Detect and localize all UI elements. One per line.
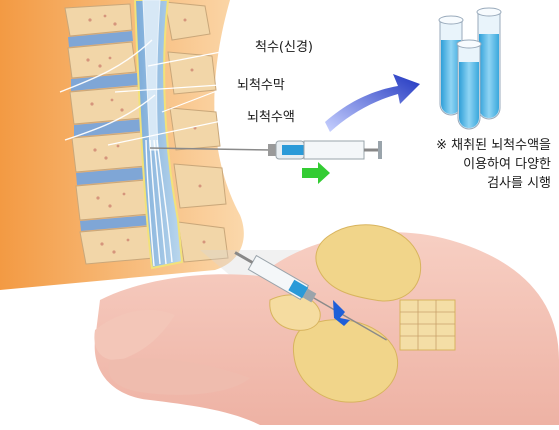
vertebra-grid [400,300,455,350]
pelvis-bones [269,224,456,403]
green-arrow-icon [302,162,330,184]
label-spinal-cord: 척수(신경) [255,40,313,55]
intervertebral-discs [68,31,151,231]
nerve-fibers [59,39,173,267]
label-csf: 뇌척수액 [247,110,295,125]
label-leader-lines [107,45,253,146]
blue-curved-arrow-icon [325,74,420,132]
vertebrae [64,1,229,265]
note-line-3: 검사를 시행 [487,176,551,191]
syringe-spine [149,140,382,160]
test-tubes [438,7,502,130]
bone-texture [86,14,206,254]
syringe-patient [234,251,387,341]
note-line-1: ※ 채취된 뇌척수액을 [436,138,551,153]
note-line-2: 이용하여 다양한 [463,157,551,172]
label-meninges: 뇌척수막 [237,78,285,93]
note-text: ※ 채취된 뇌척수액을 이용하여 다양한 검사를 시행 [436,136,551,193]
